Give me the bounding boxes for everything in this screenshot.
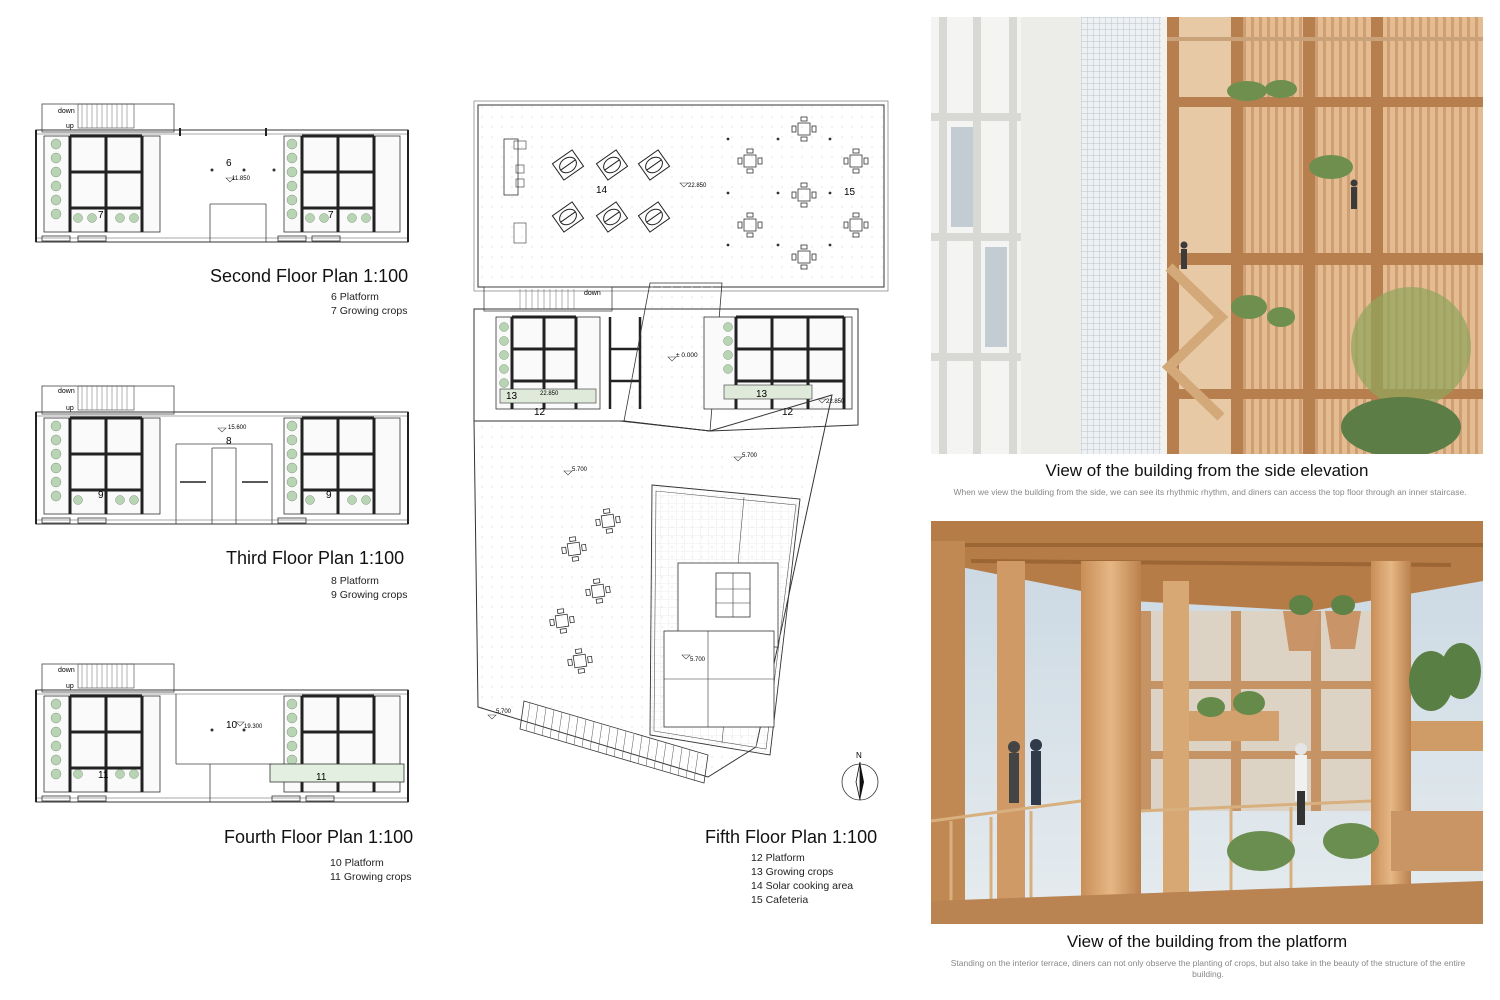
crops-right-number: 11 — [316, 772, 327, 783]
cafeteria-number: 15 — [844, 187, 856, 198]
side-elevation-caption: When we view the building from the side,… — [953, 487, 1467, 497]
crops-left-level: 22.850 — [540, 391, 559, 397]
terrace-level-b: 5.700 — [742, 453, 758, 459]
hanging-planter — [1283, 611, 1319, 651]
stair-down-label: down — [58, 388, 75, 395]
platform-number: 8 — [226, 436, 232, 447]
second-floor-title: Second Floor Plan 1:100 — [210, 266, 409, 286]
stair-down-label: down — [58, 108, 75, 115]
third-floor-title: Third Floor Plan 1:100 — [226, 548, 405, 568]
legend-item: 12 Platform — [751, 852, 805, 864]
legend-item: 15 Cafeteria — [751, 894, 809, 906]
third-floor-legend: 8 Platform 9 Growing crops — [331, 574, 407, 602]
platform-number: 6 — [226, 158, 232, 169]
fifth-floor-legend: 12 Platform 13 Growing crops 14 Solar co… — [751, 851, 853, 907]
terrace-level-d: 5.700 — [690, 657, 706, 663]
side-elevation-render — [931, 17, 1483, 454]
legend-item: 14 Solar cooking area — [751, 880, 854, 892]
platform-render — [931, 521, 1483, 924]
plan-drawing: down up 11 11 10 19.300 — [35, 663, 409, 803]
north-arrow: N — [841, 751, 879, 801]
second-floor-legend: 6 Platform 7 Growing crops — [331, 290, 407, 318]
stair-up-label: up — [66, 683, 74, 690]
crops-left-number: 9 — [98, 490, 104, 501]
legend-item: 11 Growing crops — [330, 871, 412, 883]
crops-right-number: 7 — [328, 210, 334, 221]
fifth-floor-title: Fifth Floor Plan 1:100 — [705, 827, 878, 847]
platform-number: 10 — [226, 720, 238, 731]
legend-item: 7 Growing crops — [331, 305, 408, 317]
crops-left-number: 13 — [506, 391, 518, 402]
terrace-level-c: 5.700 — [496, 709, 512, 715]
side-elevation-title: View of the building from the side eleva… — [1045, 461, 1369, 480]
platform-level: 11.850 — [232, 176, 251, 182]
legend-item: 8 Platform — [331, 575, 379, 587]
floor-plan-third: down up 9 9 8 15.600 — [35, 385, 409, 525]
stair-down-label: down — [58, 667, 75, 674]
legend-item: 9 Growing crops — [331, 589, 408, 601]
crops-right-level: 22.850 — [826, 399, 845, 405]
solar-area-number: 14 — [596, 185, 608, 196]
legend-item: 10 Platform — [330, 857, 384, 869]
platform-caption: Standing on the interior terrace, diners… — [950, 958, 1466, 979]
crops-right-number: 13 — [756, 389, 768, 400]
plan-drawing: down up 7 7 6 11.850 — [35, 103, 409, 243]
roof-level: 22.850 — [688, 183, 707, 189]
north-label: N — [856, 751, 862, 760]
stair-down-label: down — [584, 290, 601, 297]
stair-up-label: up — [66, 123, 74, 130]
legend-item: 13 Growing crops — [751, 866, 834, 878]
fourth-floor-legend: 10 Platform 11 Growing crops — [330, 856, 412, 884]
platform-left-number: 12 — [534, 407, 546, 418]
plan-drawing: down up 9 9 8 15.600 — [35, 385, 409, 525]
platform-level: 15.600 — [228, 425, 247, 431]
floor-plan-second: down up 7 7 6 11.850 — [35, 103, 409, 243]
platform-level: 19.300 — [244, 724, 263, 730]
stair-up-label: up — [66, 405, 74, 412]
plan-drawing: 14 22.850 15 down — [473, 100, 889, 784]
legend-item: 6 Platform — [331, 291, 379, 303]
crops-left-number: 7 — [98, 210, 104, 221]
floor-plan-fifth: 14 22.850 15 down — [473, 100, 889, 784]
platform-title: View of the building from the platform — [1066, 932, 1348, 951]
crops-right-number: 9 — [326, 490, 332, 501]
floor-plan-fourth: down up 11 11 10 19.300 — [35, 663, 409, 803]
ground-level: ± 0.000 — [676, 352, 698, 359]
crops-left-number: 11 — [98, 770, 109, 781]
terrace-level-a: 5.700 — [572, 467, 588, 473]
fourth-floor-title: Fourth Floor Plan 1:100 — [224, 827, 414, 847]
